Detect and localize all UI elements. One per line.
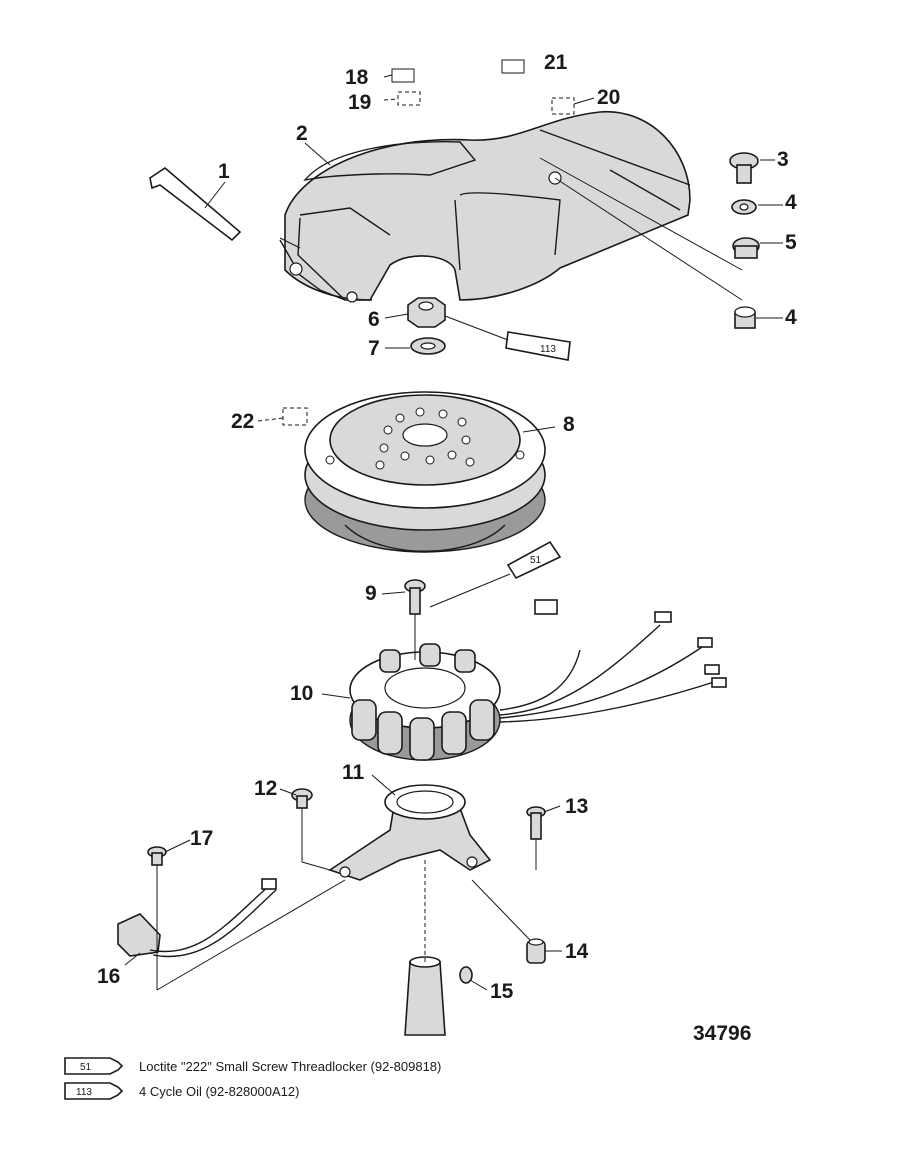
screw-17	[147, 846, 167, 866]
plug-15	[459, 966, 473, 984]
spacer-14	[526, 938, 546, 964]
callout-1: 1	[218, 160, 230, 183]
flywheel	[304, 391, 546, 553]
trigger-module	[117, 878, 277, 958]
item-21-box	[501, 59, 525, 74]
callout-6: 6	[368, 308, 380, 331]
callout-3: 3	[777, 148, 789, 171]
screw-13	[526, 806, 546, 840]
flywheel-cover	[279, 111, 691, 303]
callout-2: 2	[296, 122, 308, 145]
callout-13: 13	[565, 795, 588, 818]
legend-item-113: 113 4 Cycle Oil (92-828000A12)	[64, 1082, 299, 1100]
callout-8: 8	[563, 413, 575, 436]
service-items	[282, 59, 575, 426]
screw-9	[404, 579, 426, 615]
callout-19: 19	[348, 91, 371, 114]
tube-51: 51	[506, 540, 562, 580]
legend: 51 Loctite "222" Small Screw Threadlocke…	[64, 1057, 441, 1100]
callout-4-top: 4	[785, 191, 797, 214]
legend-code-113: 113	[76, 1087, 92, 1098]
stator	[349, 599, 727, 761]
callout-18: 18	[345, 66, 369, 89]
legend-tube-icon-51	[64, 1057, 124, 1075]
legend-text-51: Loctite "222" Small Screw Threadlocker (…	[139, 1059, 441, 1074]
trigger-bracket	[328, 784, 492, 881]
callout-20: 20	[597, 86, 620, 109]
callout-10: 10	[290, 682, 313, 705]
washer-7	[410, 337, 446, 355]
legend-tube-icon-113	[64, 1082, 124, 1100]
figure-number: 34796	[693, 1022, 751, 1045]
screw-3	[729, 152, 759, 184]
tube-51-label: 51	[530, 555, 542, 566]
callout-9: 9	[365, 582, 377, 605]
item-18-box	[391, 68, 415, 83]
callout-22: 22	[231, 410, 254, 433]
item-19-box	[397, 91, 421, 106]
legend-text-113: 4 Cycle Oil (92-828000A12)	[139, 1084, 299, 1099]
grommet-4-top	[731, 199, 757, 215]
hex-key	[149, 166, 242, 242]
bushing-5	[732, 237, 760, 259]
callout-12: 12	[254, 777, 277, 800]
tube-113: 113	[505, 331, 571, 361]
callout-11: 11	[342, 761, 365, 784]
crankshaft	[404, 956, 446, 1036]
callout-5: 5	[785, 231, 797, 254]
legend-item-51: 51 Loctite "222" Small Screw Threadlocke…	[64, 1057, 441, 1075]
callout-4-bottom: 4	[785, 306, 797, 329]
legend-code-51: 51	[80, 1062, 92, 1073]
tube-113-label: 113	[540, 344, 556, 355]
callout-14: 14	[565, 940, 589, 963]
stator-coils	[351, 643, 495, 761]
callout-labels: 1 2 3 4 4 5 6 7 8 9 10 11 12 13 14 15 16…	[97, 51, 797, 1003]
leader-lines	[124, 74, 783, 991]
item-22-box	[282, 407, 308, 426]
grommet-4-bottom	[734, 306, 756, 329]
screw-12	[291, 788, 313, 809]
flywheel-holes	[325, 407, 525, 470]
callout-15: 15	[490, 980, 514, 1003]
item-20-box	[551, 97, 575, 115]
callout-7: 7	[368, 337, 380, 360]
callout-17: 17	[190, 827, 213, 850]
callout-21: 21	[544, 51, 568, 74]
callout-16: 16	[97, 965, 120, 988]
nut-6	[407, 297, 446, 328]
